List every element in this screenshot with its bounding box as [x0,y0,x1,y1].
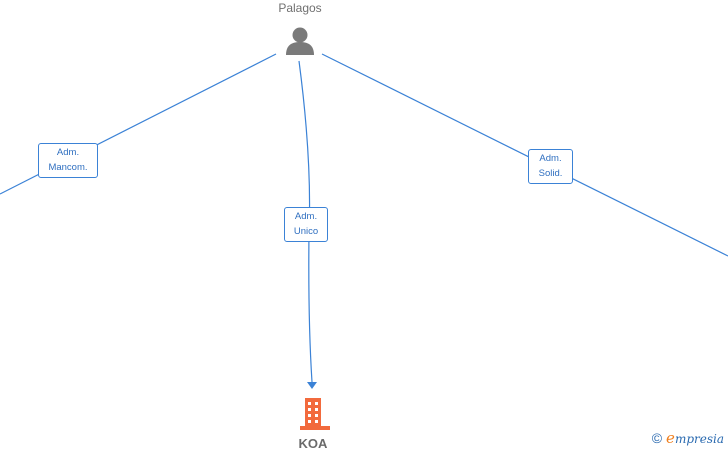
brand-rest: mpresia [674,432,724,446]
arrowhead-icon [307,382,317,389]
edge-label-line2: Solid. [538,168,563,179]
person-node-label[interactable]: Palagos [278,1,322,15]
edge-label-line1: Adm. [294,211,318,222]
edge-label-line2: Mancom. [48,162,88,173]
copyright-icon: © [651,430,663,446]
person-silhouette-icon[interactable] [286,27,314,56]
edge-label-adm-unico[interactable]: Adm. Unico [284,207,328,242]
edge-label-adm-mancom[interactable]: Adm. Mancom. [38,143,98,178]
building-icon[interactable] [300,398,330,430]
edge-label-adm-solid[interactable]: Adm. Solid. [528,149,573,184]
edge-label-line1: Adm. [539,153,562,164]
edge-label-line2: Unico [293,226,319,237]
edge-label-line1: Adm. [56,147,80,158]
company-node-label[interactable]: KOA [298,436,328,451]
edge-adm-solid-line [321,53,728,257]
empresia-watermark: ©empresia [652,429,724,447]
brand-initial: e [666,429,675,447]
